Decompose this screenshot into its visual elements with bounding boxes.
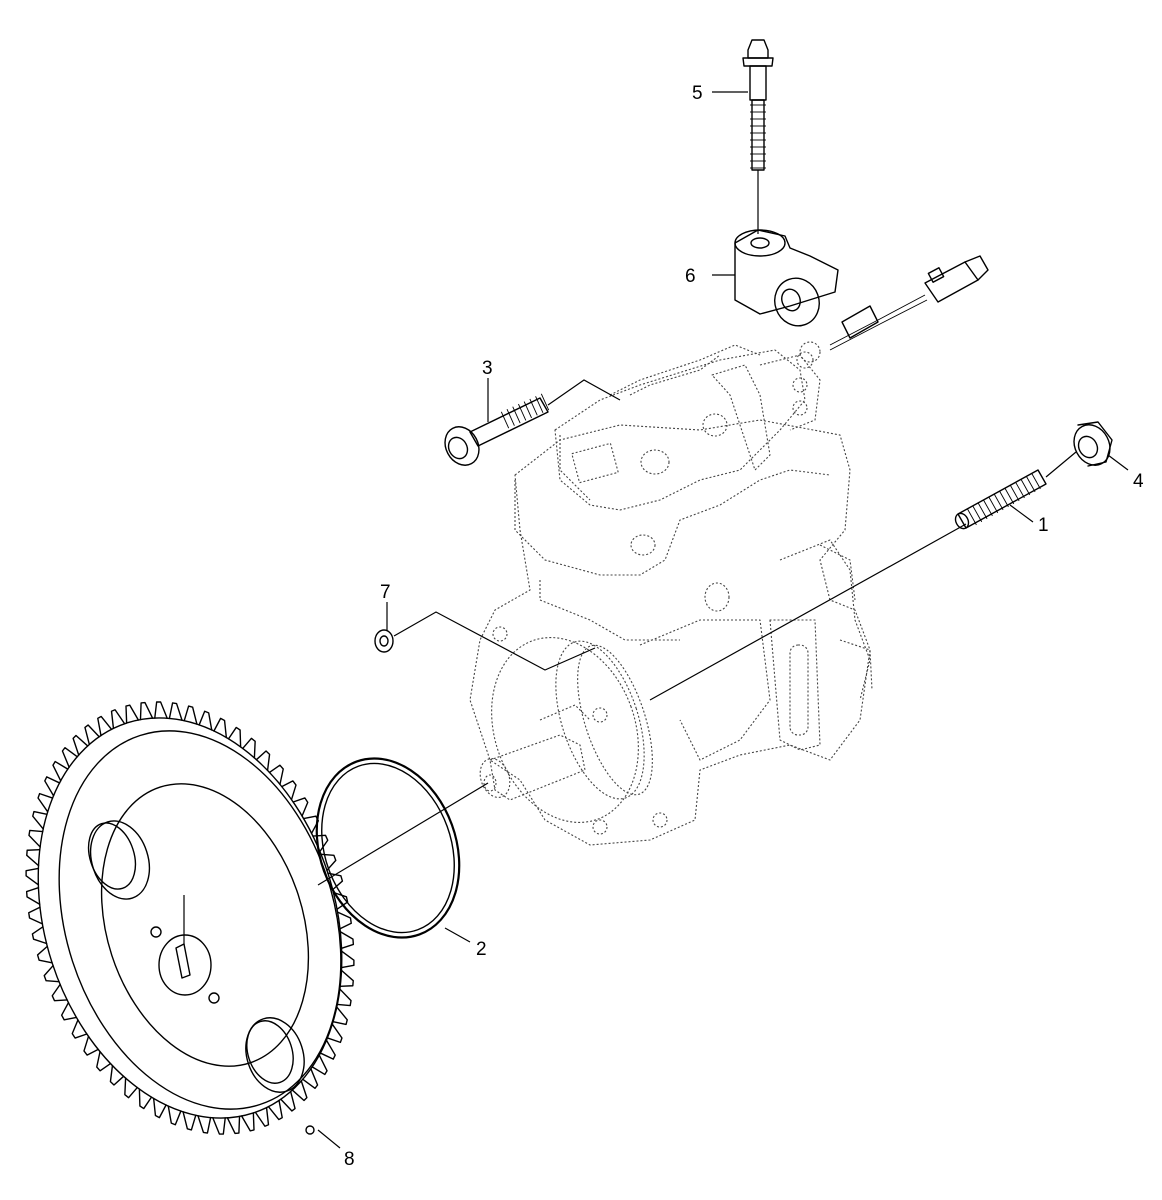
callout-2: 2 <box>476 939 487 960</box>
callout-7: 7 <box>380 582 391 603</box>
callout-5: 5 <box>692 83 703 104</box>
callout-3: 3 <box>482 358 493 379</box>
callout-4: 4 <box>1133 471 1144 492</box>
washer-part-7 <box>374 629 394 653</box>
gear-teeth <box>25 701 355 1135</box>
leader-lines <box>317 91 1129 1149</box>
long-bolt-part-5 <box>742 39 774 171</box>
bracket-part-6 <box>734 170 839 327</box>
callout-6: 6 <box>685 266 696 287</box>
drive-gear-part-8 <box>25 701 355 1135</box>
injection-pump-body <box>469 344 873 846</box>
callout-8: 8 <box>344 1149 355 1170</box>
stud-part-1 <box>954 469 1047 530</box>
callout-1: 1 <box>1038 515 1049 536</box>
flange-bolt-part-3 <box>444 393 550 466</box>
sensor-harness <box>799 255 989 363</box>
o-ring-part-2 <box>315 757 461 939</box>
flange-nut-part-4 <box>1073 421 1113 467</box>
callout-labels: 1 2 3 4 5 6 7 8 <box>344 83 1144 1170</box>
